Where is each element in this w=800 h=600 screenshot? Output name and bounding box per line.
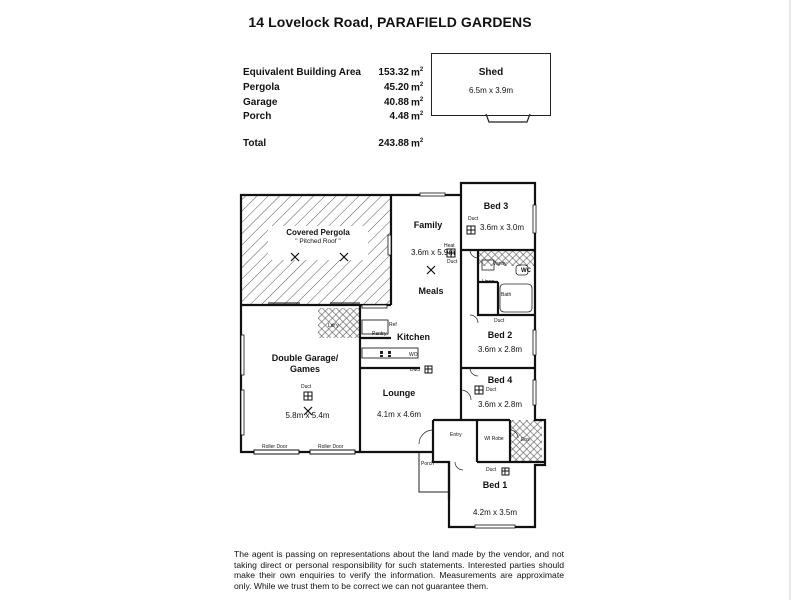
room-garage-label: Double Garage/	[271, 353, 339, 363]
shed-outline: Shed 6.5m x 3.9m	[431, 53, 551, 116]
porch-label: Porch	[421, 461, 435, 467]
walls	[239, 181, 547, 529]
pantry-label: Pantry	[372, 331, 387, 337]
roller-door-label-2: Roller Door	[318, 444, 344, 450]
entry-label: Entry	[450, 432, 462, 438]
duct-label-bed3: Duct	[468, 216, 479, 222]
area-value: 4.48	[389, 111, 409, 122]
laundry-tiles	[318, 308, 360, 338]
area-value: 153.32	[378, 67, 409, 78]
heat-label: Heat	[444, 243, 455, 249]
room-bed2-label: Bed 2	[487, 330, 513, 340]
room-bed4-dims: 3.6m x 2.8m	[477, 400, 522, 409]
room-bed3-label: Bed 3	[483, 201, 509, 211]
area-row-building: Equivalent Building Area 153.32 m2	[243, 67, 423, 80]
page-edge-line	[789, 0, 791, 600]
duct-symbols	[303, 225, 510, 476]
bath-label: Bath	[501, 292, 512, 298]
area-unit: m2	[411, 82, 424, 94]
bathroom-tiles	[478, 250, 534, 266]
area-value: 243.88	[378, 138, 409, 149]
kitchen-bench	[361, 319, 419, 359]
area-value: 45.20	[383, 82, 409, 93]
duct-label-family: Duct	[447, 259, 458, 265]
windows	[240, 192, 537, 529]
area-label: Equivalent Building Area	[243, 67, 361, 78]
room-bed3-dims: 3.6m x 3.0m	[479, 223, 524, 232]
area-row-pergola: Pergola 45.20 m2	[243, 82, 423, 95]
duct-label-bed1: Duct	[486, 467, 497, 473]
bath-fixture	[481, 259, 533, 313]
duct-label-bed4: Duct	[486, 387, 497, 393]
area-label: Pergola	[243, 82, 280, 93]
duct-label-bed2: Duct	[494, 318, 505, 324]
porch	[418, 452, 449, 493]
area-unit: m2	[411, 138, 424, 150]
room-meals-label: Meals	[418, 286, 444, 296]
room-kitchen-label: Kitchen	[397, 332, 431, 342]
shed-label: Shed	[478, 67, 504, 78]
room-lounge-dims: 4.1m x 4.6m	[376, 410, 421, 419]
ensuite-tiles	[510, 420, 542, 462]
wo-label: WO	[409, 352, 418, 358]
area-unit: m2	[411, 67, 424, 79]
room-bed1-dims: 4.2m x 3.5m	[472, 508, 517, 517]
room-family-dims: 3.6m x 5.9m	[410, 248, 455, 257]
disclaimer-text: The agent is passing on representations …	[234, 549, 564, 591]
shed-door	[485, 113, 531, 123]
area-value: 40.88	[383, 97, 409, 108]
vanity-label: Vanity	[493, 261, 507, 267]
roller-door-label-1: Roller Door	[262, 444, 288, 450]
area-unit: m2	[411, 111, 424, 123]
roller-doors	[253, 449, 356, 455]
duct-label-garage: Duct	[301, 384, 312, 390]
duct-label-lounge: Duct	[410, 367, 421, 373]
shed-dims: 6.5m x 3.9m	[468, 86, 513, 95]
wc-label: WC	[521, 268, 531, 274]
linen-label: Linen	[482, 279, 495, 285]
room-bed1-label: Bed 1	[482, 480, 508, 490]
fan-symbols	[290, 252, 436, 416]
area-label: Porch	[243, 111, 272, 122]
wi-robe-label: WI Robe	[484, 436, 504, 442]
property-title: 14 Lovelock Road, PARAFIELD GARDENS	[248, 14, 532, 30]
room-garage-label-2: Games	[289, 364, 321, 374]
room-garage-dims: 5.8m x 5.4m	[285, 411, 330, 420]
room-lounge-label: Lounge	[382, 388, 416, 398]
pergola-note: " Pitched Roof "	[295, 238, 341, 245]
room-family-label: Family	[413, 220, 443, 230]
cooktop	[380, 351, 391, 357]
door-swings	[418, 249, 519, 471]
pergola-label: Covered Pergola	[286, 228, 350, 237]
laundry-label: Ldr'y	[328, 323, 339, 329]
area-row-garage: Garage 40.88 m2	[243, 97, 423, 110]
area-row-porch: Porch 4.48 m2	[243, 111, 423, 124]
room-bed4-label: Bed 4	[487, 375, 513, 385]
area-label: Total	[243, 138, 267, 149]
area-row-total: Total 243.88 m2	[243, 138, 423, 151]
area-unit: m2	[411, 97, 424, 109]
ref-label: Ref	[389, 322, 397, 328]
area-label: Garage	[243, 97, 278, 108]
room-bed2-dims: 3.6m x 2.8m	[477, 345, 522, 354]
ensuite-label: Ens	[521, 437, 530, 443]
